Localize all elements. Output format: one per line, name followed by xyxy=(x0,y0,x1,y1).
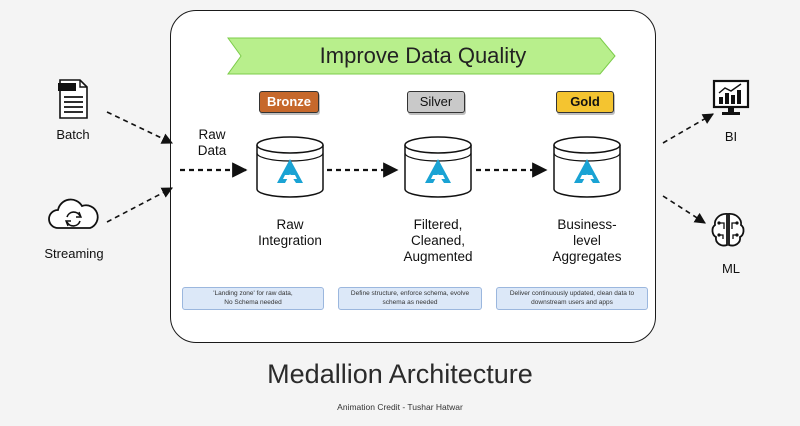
streaming-label: Streaming xyxy=(44,246,104,261)
batch-arrow xyxy=(106,111,174,144)
silver-badge: Silver xyxy=(407,91,465,113)
cloud-sync-icon xyxy=(48,198,99,229)
silver-note: Define structure, enforce schema, evolve… xyxy=(338,287,482,310)
business-label: Business- level Aggregates xyxy=(552,217,622,264)
gold-note: Deliver continuously updated, clean data… xyxy=(496,287,648,310)
filtered-label: Filtered, Cleaned, Augmented xyxy=(403,217,473,264)
gold-badge: Gold xyxy=(556,91,614,113)
bi-arrow xyxy=(662,113,714,144)
credit-text: Animation Credit - Tushar Hatwar xyxy=(337,402,463,412)
banner-title: Improve Data Quality xyxy=(319,43,527,68)
brain-circuit-icon xyxy=(711,213,745,247)
bi-label: BI xyxy=(724,129,738,144)
bronze-badge: Bronze xyxy=(259,91,319,113)
ml-arrow xyxy=(662,195,706,224)
log-file-icon xyxy=(58,79,88,119)
silver-database-icon xyxy=(404,136,472,198)
gold-database-icon xyxy=(553,136,621,198)
raw-integration-label: Raw Integration xyxy=(258,217,322,248)
bronze-note: 'Landing zone' for raw data, No Schema n… xyxy=(182,287,324,310)
batch-label: Batch xyxy=(56,127,90,142)
monitor-chart-icon xyxy=(712,79,750,115)
improve-quality-banner xyxy=(227,37,616,75)
raw-data-label: Raw Data xyxy=(197,127,227,158)
bronze-database-icon xyxy=(256,136,324,198)
page-title: Medallion Architecture xyxy=(267,359,533,389)
streaming-arrow xyxy=(106,187,173,223)
ml-label: ML xyxy=(721,261,741,276)
